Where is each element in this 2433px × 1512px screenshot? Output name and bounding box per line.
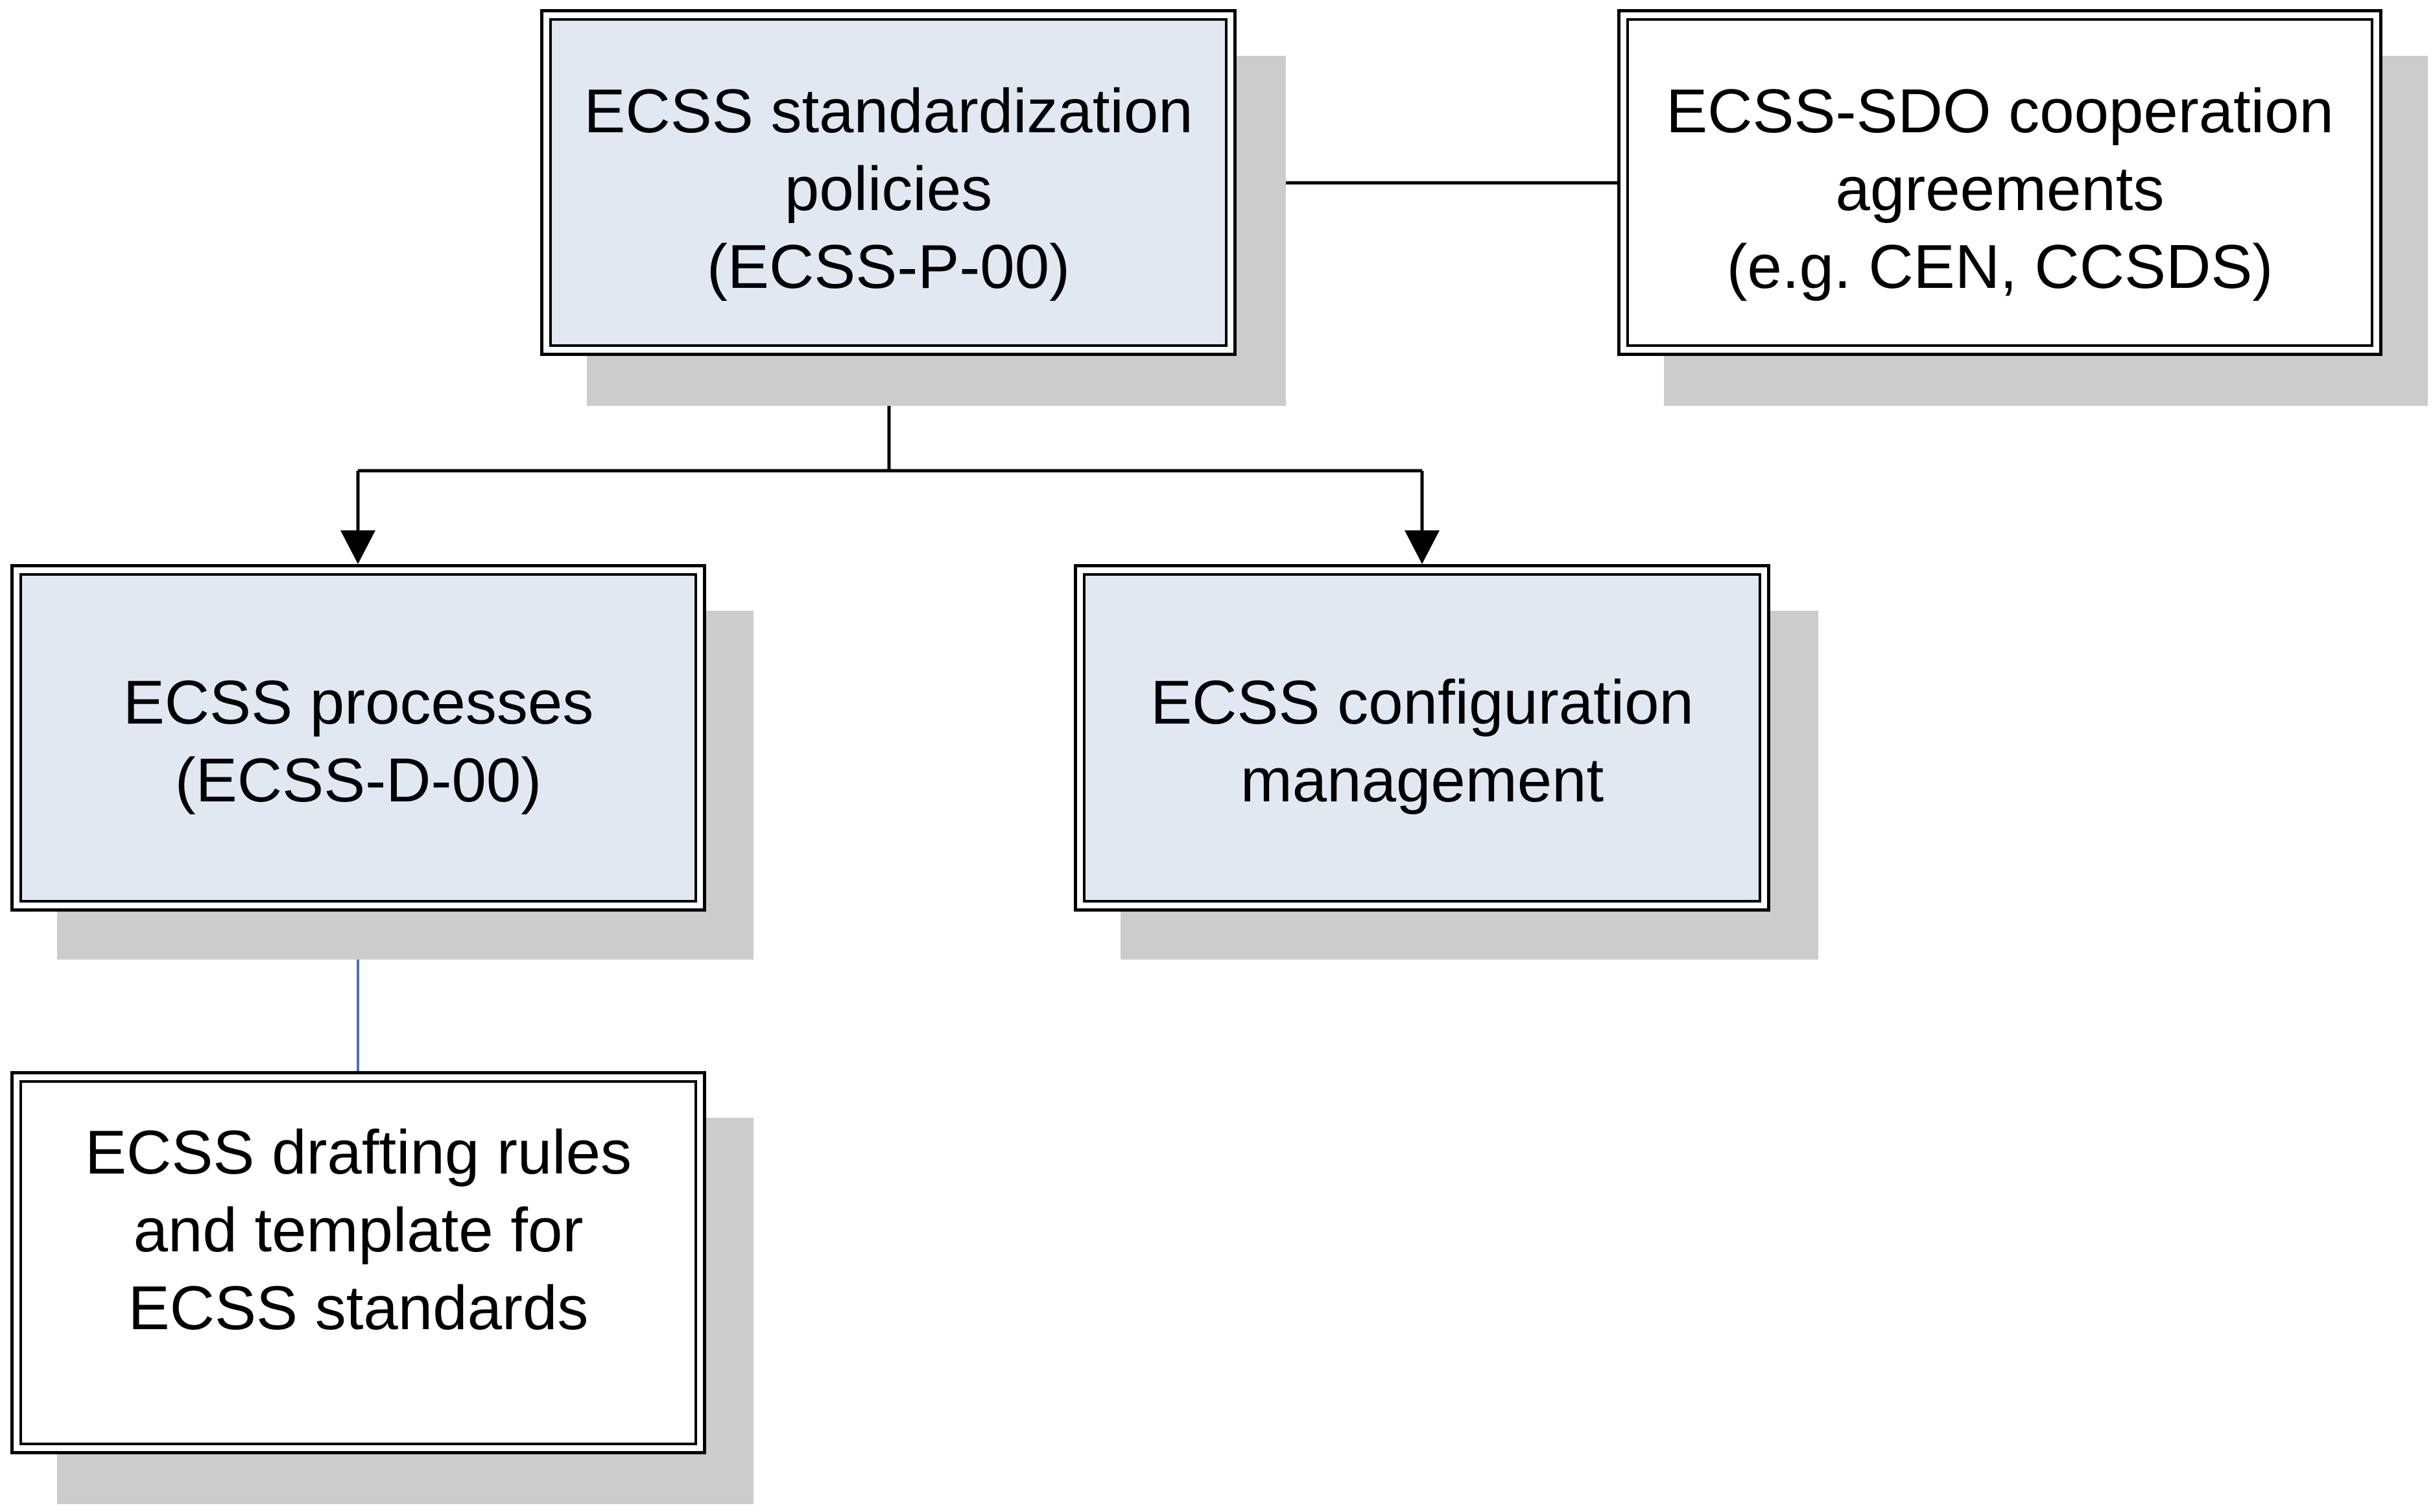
node-label-line: and template for <box>133 1196 584 1265</box>
node-label-line: management <box>1240 746 1604 815</box>
node-frame: ECSS drafting rules and template for ECS… <box>10 1071 706 1454</box>
node-label-line: (ECSS-P-00) <box>706 232 1071 301</box>
node-drafting: ECSS drafting rules and template for ECS… <box>10 1071 754 1504</box>
node-label: ECSS configuration management <box>1150 664 1694 820</box>
node-body: ECSS drafting rules and template for ECS… <box>19 1080 697 1445</box>
node-body: ECSS configuration management <box>1083 573 1761 903</box>
node-label-line: (ECSS-D-00) <box>174 746 542 815</box>
node-label: ECSS-SDO cooperation agreements (e.g. CE… <box>1666 73 2334 306</box>
node-label-line: ECSS standardization <box>584 77 1193 146</box>
node-label-line: ECSS standards <box>128 1273 589 1343</box>
node-configuration: ECSS configuration management <box>1074 564 1818 960</box>
node-sdo: ECSS-SDO cooperation agreements (e.g. CE… <box>1617 9 2428 406</box>
node-processes: ECSS processes (ECSS-D-00) <box>10 564 754 960</box>
node-frame: ECSS configuration management <box>1074 564 1770 912</box>
node-label-line: agreements <box>1835 154 2165 224</box>
node-body: ECSS-SDO cooperation agreements (e.g. CE… <box>1626 18 2373 347</box>
node-body: ECSS standardization policies (ECSS-P-00… <box>549 18 1228 347</box>
node-policies: ECSS standardization policies (ECSS-P-00… <box>540 9 1286 406</box>
node-label: ECSS processes (ECSS-D-00) <box>123 664 594 820</box>
node-label: ECSS drafting rules and template for ECS… <box>85 1114 632 1347</box>
node-frame: ECSS standardization policies (ECSS-P-00… <box>540 9 1237 356</box>
arrowhead-to-processes <box>340 530 375 564</box>
node-label-line: ECSS processes <box>123 668 594 737</box>
node-label-line: policies <box>784 154 993 224</box>
arrowhead-to-configuration <box>1405 530 1440 564</box>
node-label-line: ECSS-SDO cooperation <box>1666 77 2334 146</box>
node-label: ECSS standardization policies (ECSS-P-00… <box>584 73 1193 306</box>
node-frame: ECSS processes (ECSS-D-00) <box>10 564 706 912</box>
node-label-line: ECSS drafting rules <box>84 1118 632 1187</box>
node-frame: ECSS-SDO cooperation agreements (e.g. CE… <box>1617 9 2382 356</box>
node-body: ECSS processes (ECSS-D-00) <box>19 573 697 903</box>
node-label-line: ECSS configuration <box>1150 668 1694 737</box>
node-label-line: (e.g. CEN, CCSDS) <box>1726 232 2273 301</box>
